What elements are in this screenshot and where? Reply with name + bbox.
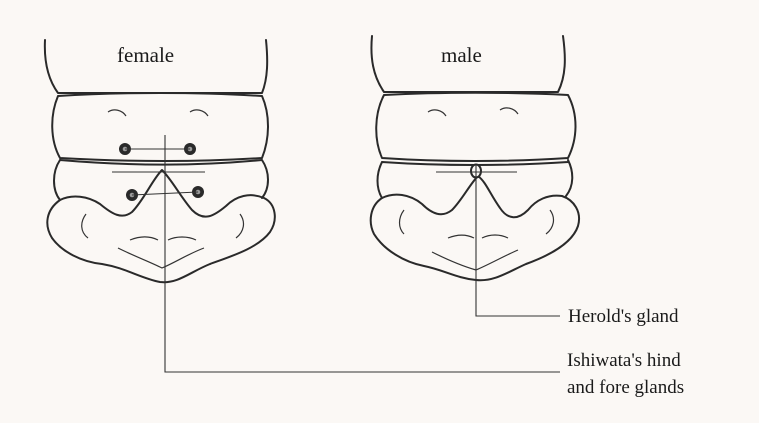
herold-gland-label: Herold's gland — [568, 306, 679, 327]
female-label: female — [117, 43, 174, 67]
ishiwata-label-line1: Ishiwata's hind — [567, 350, 681, 371]
ishiwata-label-line2: and fore glands — [567, 377, 684, 398]
male-label: male — [441, 43, 482, 67]
